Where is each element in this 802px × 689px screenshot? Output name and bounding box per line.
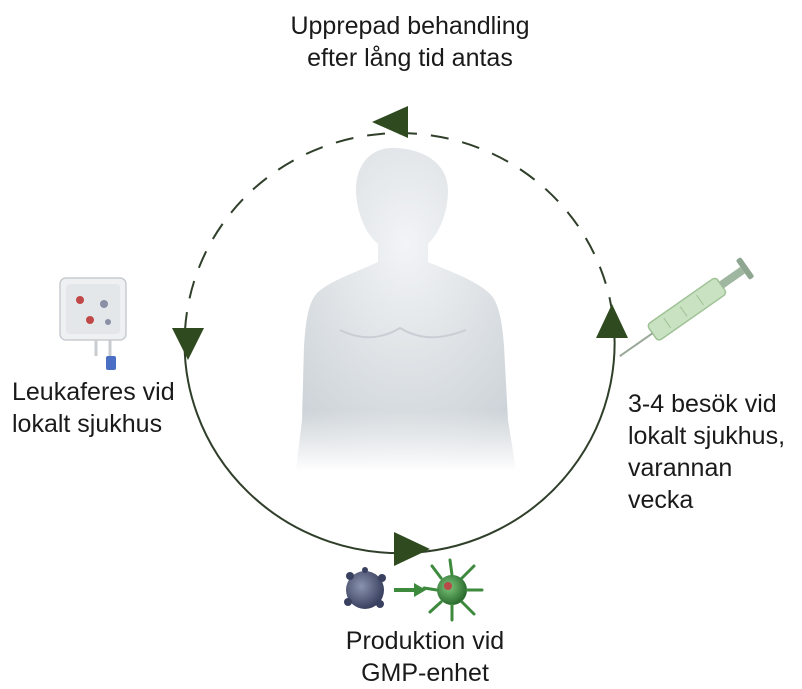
label-right-line-3: varannan	[628, 452, 785, 484]
arrow-right	[596, 304, 628, 338]
blood-bag-icon	[60, 278, 126, 370]
label-leukapheresis: Leukaferes vid lokalt sjukhus	[12, 376, 175, 440]
arrow-bottom	[394, 532, 430, 566]
label-top-line-2: efter lång tid antas	[230, 42, 590, 74]
label-right-line-4: vecka	[628, 484, 785, 516]
cell-green-icon	[424, 560, 482, 620]
label-top-line-1: Upprepad behandling	[230, 10, 590, 42]
label-right-line-1: 3-4 besök vid	[628, 388, 785, 420]
arrow-left	[172, 328, 204, 360]
label-left-line-2: lokalt sjukhus	[12, 408, 175, 440]
label-repeat-treatment: Upprepad behandling efter lång tid antas	[230, 10, 590, 74]
cell-transform-arrow	[394, 583, 426, 597]
syringe-icon	[613, 257, 755, 366]
label-production: Produktion vid GMP-enhet	[300, 625, 550, 689]
human-figure-icon	[290, 148, 522, 472]
label-bottom-line-2: GMP-enhet	[300, 657, 550, 689]
label-hospital-visits: 3-4 besök vid lokalt sjukhus, varannan v…	[628, 388, 785, 516]
cell-gray-icon	[344, 567, 386, 609]
label-left-line-1: Leukaferes vid	[12, 376, 175, 408]
label-right-line-2: lokalt sjukhus,	[628, 420, 785, 452]
arrow-top	[372, 106, 408, 138]
label-bottom-line-1: Produktion vid	[300, 625, 550, 657]
